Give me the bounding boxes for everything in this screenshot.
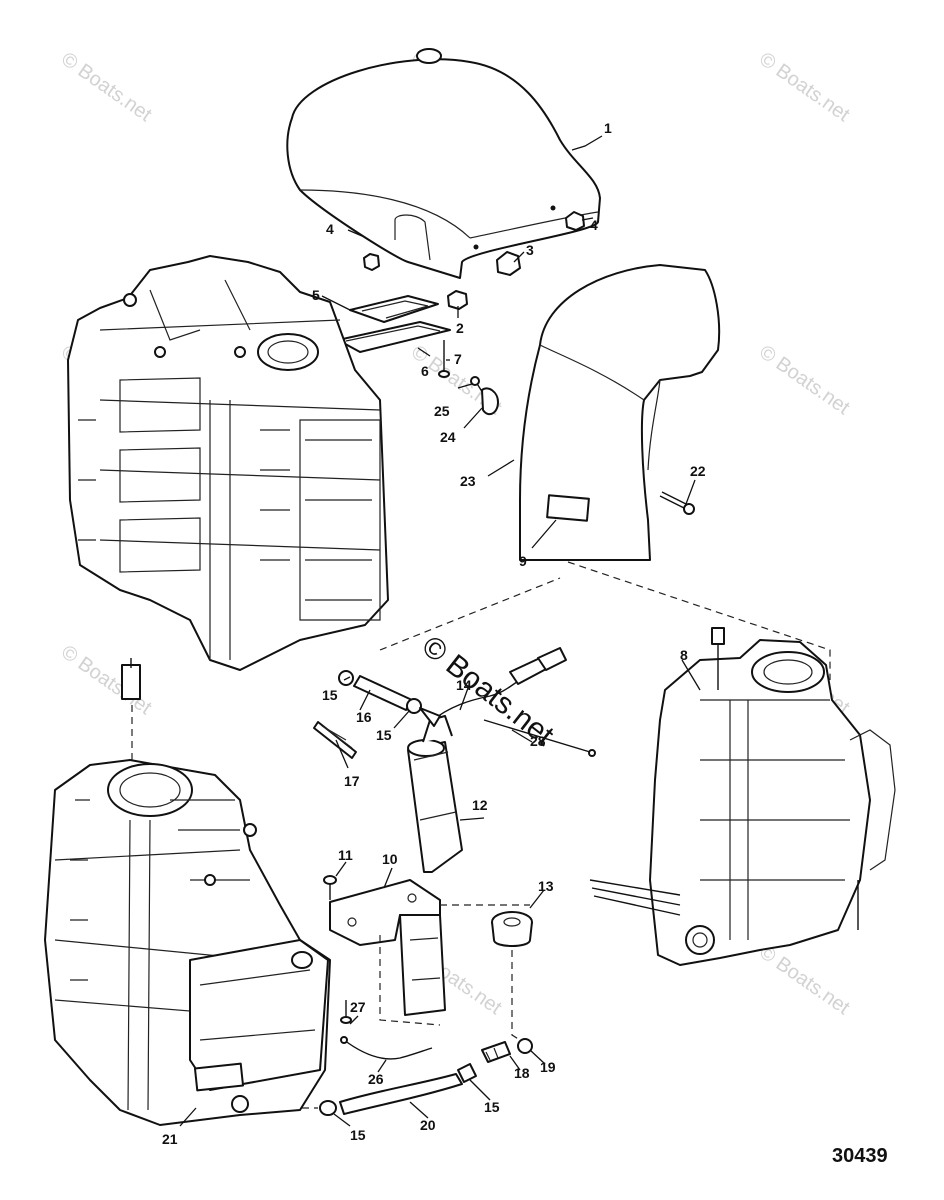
bracket-part-10 — [323, 875, 533, 1041]
callout-2: 2 — [456, 320, 464, 336]
callout-3: 3 — [526, 242, 534, 258]
callout-17: 17 — [344, 773, 360, 789]
callout-6: 6 — [421, 363, 429, 379]
powerhead-block — [67, 255, 389, 671]
callout-11: 11 — [338, 847, 353, 863]
callout-21: 21 — [162, 1131, 178, 1147]
callout-1: 1 — [604, 120, 612, 136]
watermark: © Boats.net — [57, 641, 156, 719]
callout-4: 4 — [326, 221, 334, 237]
callouts: 1 2 3 4 4 5 6 7 8 9 10 11 12 13 14 15 15… — [162, 120, 706, 1147]
callout-27: 27 — [350, 999, 366, 1015]
callout-9: 9 — [519, 553, 527, 569]
callout-5: 5 — [312, 287, 320, 303]
callout-13: 13 — [538, 878, 554, 894]
bolt-part-22 — [659, 491, 695, 515]
plates-part-5-6 — [337, 295, 451, 353]
leader-lines — [179, 135, 701, 1127]
callout-16: 16 — [356, 709, 372, 725]
watermark: © Boats.net — [755, 341, 854, 419]
callout-12: 12 — [472, 797, 488, 813]
callout-20: 20 — [420, 1117, 436, 1133]
callout-22: 22 — [690, 463, 706, 479]
fittings-top — [363, 211, 585, 310]
vapor-separator-part-8 — [379, 561, 896, 966]
callout-14: 14 — [456, 677, 472, 693]
watermark: © Boats.net — [57, 48, 156, 126]
callout-24: 24 — [440, 429, 456, 445]
callout-28: 28 — [530, 733, 546, 749]
adapter-part-23 — [519, 264, 721, 561]
watermark: © Boats.net — [755, 48, 854, 126]
callout-15: 15 — [350, 1127, 366, 1143]
callout-4: 4 — [590, 217, 598, 233]
cover-part-1 — [286, 48, 601, 279]
callout-15: 15 — [484, 1099, 500, 1115]
fittings-bottom — [230, 1000, 533, 1116]
callout-10: 10 — [382, 851, 398, 867]
callout-15: 15 — [376, 727, 392, 743]
callout-19: 19 — [540, 1059, 556, 1075]
callout-25: 25 — [434, 403, 450, 419]
watermark: © Boats.net — [755, 941, 854, 1019]
callout-15: 15 — [322, 687, 338, 703]
callout-18: 18 — [514, 1065, 530, 1081]
callout-26: 26 — [368, 1071, 384, 1087]
callout-8: 8 — [680, 647, 688, 663]
fasteners-7-24-25 — [438, 340, 499, 416]
callout-7: 7 — [454, 351, 462, 367]
fuel-module-part-21 — [44, 658, 331, 1126]
fuel-pump-assembly — [313, 647, 596, 873]
callout-23: 23 — [460, 473, 476, 489]
figure-number: 30439 — [832, 1145, 888, 1167]
